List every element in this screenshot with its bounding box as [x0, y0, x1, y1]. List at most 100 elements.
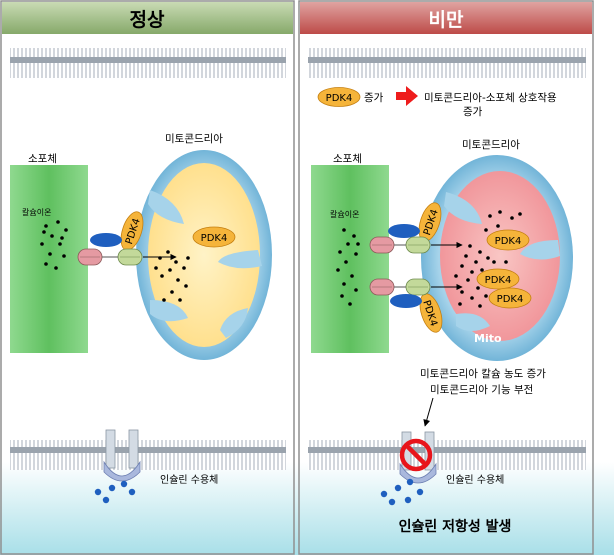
er-label-left: 소포체 — [28, 153, 57, 165]
effect-line1: 미토콘드리아 칼슘 농도 증가 — [420, 367, 546, 380]
calcium-dot — [478, 304, 482, 308]
crista-right-3 — [456, 313, 490, 331]
pdk4-vertical-left: PDK4 — [120, 211, 144, 251]
calcium-dot — [54, 266, 58, 270]
calcium-dot — [354, 288, 358, 292]
calcium-dot — [346, 242, 350, 246]
contact-increase-line2: 증가 — [463, 106, 483, 118]
calcium-dot — [160, 274, 164, 278]
calcium-dot — [406, 478, 414, 486]
calcium-dot — [466, 278, 470, 282]
calcium-dot — [170, 290, 174, 294]
calcium-dot — [416, 488, 424, 496]
calcium-dot — [496, 224, 500, 228]
er-left — [10, 165, 88, 353]
crista-left-1 — [148, 190, 184, 224]
mito-label-left: 미토콘드리아 — [165, 133, 223, 145]
top-membrane-left — [10, 48, 286, 78]
calcium-dot — [404, 496, 412, 504]
calcium-dot — [356, 242, 360, 246]
calcium-dot — [476, 286, 480, 290]
pdk4-matrix-left: PDK4 — [192, 226, 236, 248]
calcium-label-left: 칼슘이온 — [22, 207, 51, 217]
calcium-dot — [44, 224, 48, 228]
calcium-dot — [470, 296, 474, 300]
ip3r-right-lower — [390, 294, 422, 308]
er-right — [311, 165, 389, 353]
top-membrane-right — [308, 48, 586, 78]
mito-label-right: 미토콘드리아 — [462, 139, 520, 151]
calcium-ions-mito-right — [454, 210, 522, 308]
pdk4-vertical-right-upper: PDK4 — [418, 202, 442, 242]
calcium-dot — [380, 490, 388, 498]
calcium-dot — [510, 216, 514, 220]
er-label-right: 소포체 — [333, 153, 362, 165]
contact-increase-line1: 미토콘드리아-소포체 상호작용 — [424, 92, 557, 104]
calcium-dot — [342, 282, 346, 286]
crista-left-4 — [220, 308, 248, 338]
pdk4-legend-badge: PDK4 — [317, 87, 361, 107]
calcium-dot — [176, 278, 180, 282]
crista-left-2 — [218, 250, 262, 269]
calcium-dot — [480, 268, 484, 272]
result-label: 인슐린 저항성 발생 — [399, 518, 512, 535]
calcium-dot — [50, 234, 54, 238]
calcium-dot — [154, 266, 158, 270]
calcium-dot — [484, 228, 488, 232]
calcium-dot — [354, 252, 358, 256]
pdk4-increase-label: 증가 — [364, 92, 384, 104]
pdk4-matrix-right-1: PDK4 — [486, 229, 530, 251]
left-panel-frame — [0, 0, 295, 555]
pdk4-text: PDK4 — [326, 93, 353, 104]
left-panel-title: 정상 — [130, 9, 165, 31]
calcium-dot — [498, 210, 502, 214]
calcium-dot — [40, 242, 44, 246]
calcium-dot — [340, 294, 344, 298]
right-panel-title: 비만 — [429, 9, 464, 31]
calcium-dot — [102, 496, 110, 504]
calcium-dot — [352, 234, 356, 238]
calcium-dot — [460, 264, 464, 268]
extracellular-background — [0, 462, 614, 555]
calcium-dot — [470, 270, 474, 274]
calcium-dot — [342, 228, 346, 232]
calcium-dot — [94, 488, 102, 496]
mito-short-label: Mito — [474, 332, 502, 345]
calcium-dot — [504, 260, 508, 264]
right-panel-header — [300, 2, 592, 34]
calcium-dot — [460, 290, 464, 294]
calcium-dot — [186, 256, 190, 260]
calcium-dot — [162, 298, 166, 302]
calcium-dot — [336, 268, 340, 272]
pdk4-text: PDK4 — [495, 236, 522, 247]
calcium-dot — [486, 256, 490, 260]
plasma-membrane-right — [308, 440, 586, 470]
calcium-dot — [348, 302, 352, 306]
calcium-dot — [350, 274, 354, 278]
pdk4-matrix-right-2: PDK4 — [476, 268, 520, 290]
calcium-ions-mito-left — [154, 250, 190, 302]
calcium-dot — [454, 274, 458, 278]
calcium-dot — [338, 250, 342, 254]
calcium-ions-er-left — [40, 220, 68, 270]
effect-line2: 미토콘드리아 기능 부전 — [430, 384, 533, 396]
insulin-receptor-label-right: 인슐린 수용체 — [446, 474, 504, 486]
calcium-dot — [388, 498, 396, 506]
calcium-dot — [166, 250, 170, 254]
crista-left-3 — [150, 300, 188, 322]
calcium-dot — [518, 212, 522, 216]
calcium-dot — [48, 252, 52, 256]
calcium-dot — [474, 260, 478, 264]
calcium-dot — [168, 268, 172, 272]
right-panel-frame — [298, 0, 594, 555]
left-panel-header — [2, 2, 293, 34]
calcium-dot — [56, 220, 60, 224]
calcium-ions-er-right — [336, 228, 360, 306]
calcium-label-right: 칼슘이온 — [330, 209, 359, 219]
insulin-receptor-left — [103, 429, 141, 482]
effect-pointer-arrow — [423, 397, 434, 427]
pdk4-text: PDK4 — [485, 275, 512, 286]
calcium-dot — [488, 214, 492, 218]
